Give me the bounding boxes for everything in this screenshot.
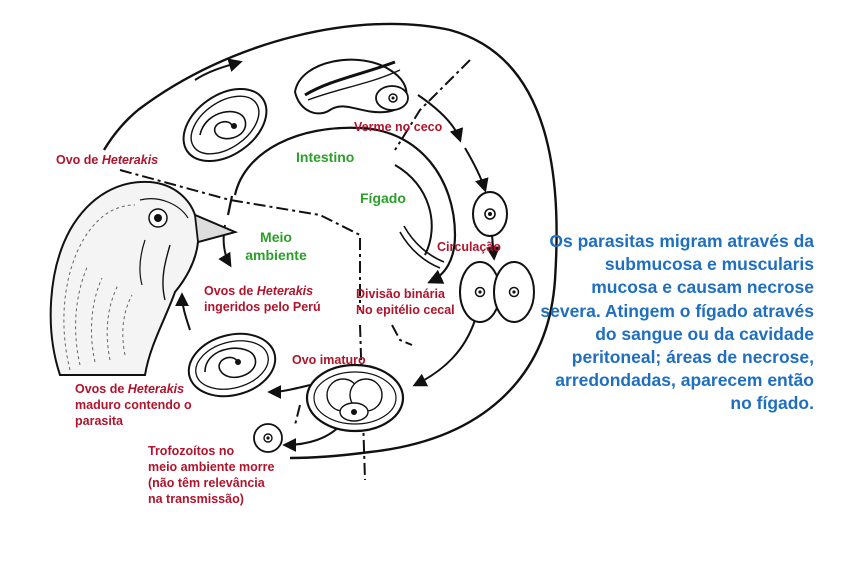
label-trophozoites-line3: (não têm relevância <box>148 476 265 490</box>
environment-trophozoite-icon <box>253 423 283 453</box>
label-mature-eggs-line3: parasita <box>75 414 123 428</box>
label-mature-eggs-line2: maduro contendo o <box>75 398 192 412</box>
dividing-cells-icon <box>459 261 535 323</box>
outer-cycle-arc <box>137 22 558 460</box>
label-mature-eggs-italic: Heterakis <box>127 382 185 396</box>
label-eggs-ingested: Ovos de Heterakis ingeridos pelo Perú <box>204 283 321 315</box>
mature-egg-icon <box>187 332 277 398</box>
embryonated-egg-icon <box>182 87 268 163</box>
label-mature-eggs-text: Ovos de <box>75 382 128 396</box>
zone-intestine-text: Intestino <box>296 149 355 165</box>
label-mature-eggs: Ovos de Heterakis maduro contendo o para… <box>75 381 192 429</box>
immature-egg-icon <box>305 363 405 433</box>
label-immature-egg: Ovo imaturo <box>292 352 366 368</box>
boundary-dashed-1 <box>119 169 361 310</box>
label-egg-heterakis: Ovo de Heterakis <box>56 152 158 168</box>
label-trophozoites-line2: meio ambiente morre <box>148 460 275 474</box>
zone-environment-line2: ambiente <box>245 247 307 263</box>
zone-liver-text: Fígado <box>360 190 406 206</box>
label-binary-division: Divisão binária No epitélio cecal <box>356 286 455 318</box>
label-worm-cecum: Verme no ceco <box>354 119 442 135</box>
inner-cycle-arc-left <box>226 195 234 216</box>
arrow-to-cell <box>464 147 489 193</box>
zone-intestine: Intestino <box>296 148 354 166</box>
hatching-worm-icon <box>293 58 409 115</box>
label-eggs-ingested-text: Ovos de <box>204 284 257 298</box>
label-trophozoites-line4: na transmissão) <box>148 492 244 506</box>
label-circulation: Circulação <box>437 239 501 255</box>
trophozoite-cell-icon <box>472 191 508 237</box>
arrow-to-cecum-worm <box>417 94 464 143</box>
arrow-top <box>194 58 243 81</box>
description-text: Os parasitas migram através da submucosa… <box>540 231 814 414</box>
label-eggs-ingested-line2: ingeridos pelo Perú <box>204 300 321 314</box>
zone-environment-line1: Meio <box>260 229 292 245</box>
arrow-to-division <box>486 234 501 261</box>
liver-arc <box>394 164 433 256</box>
zone-liver: Fígado <box>360 189 406 207</box>
label-trophozoites-line1: Trofozoítos no <box>148 444 235 458</box>
label-binary-division-line2: No epitélio cecal <box>356 303 455 317</box>
arrow-to-turkey <box>175 292 191 331</box>
turkey-head-icon <box>49 180 239 376</box>
outer-cycle-arc-left <box>102 109 139 151</box>
label-worm-cecum-text: Verme no ceco <box>354 120 443 134</box>
inner-cycle-arc <box>233 126 457 284</box>
circulation-double-line <box>399 225 445 269</box>
label-circulation-text: Circulação <box>437 240 501 254</box>
label-eggs-ingested-italic: Heterakis <box>256 284 314 298</box>
label-egg-heterakis-text: Ovo de <box>56 153 102 167</box>
label-binary-division-line1: Divisão binária <box>356 287 445 301</box>
label-trophozoites: Trofozoítos no meio ambiente morre (não … <box>148 443 274 507</box>
label-egg-heterakis-italic: Heterakis <box>101 153 159 167</box>
zone-environment: Meio ambiente <box>240 228 312 264</box>
arrow-to-immature <box>412 319 476 387</box>
label-immature-egg-text: Ovo imaturo <box>292 353 366 367</box>
arrow-immature-to-mature <box>267 384 311 399</box>
